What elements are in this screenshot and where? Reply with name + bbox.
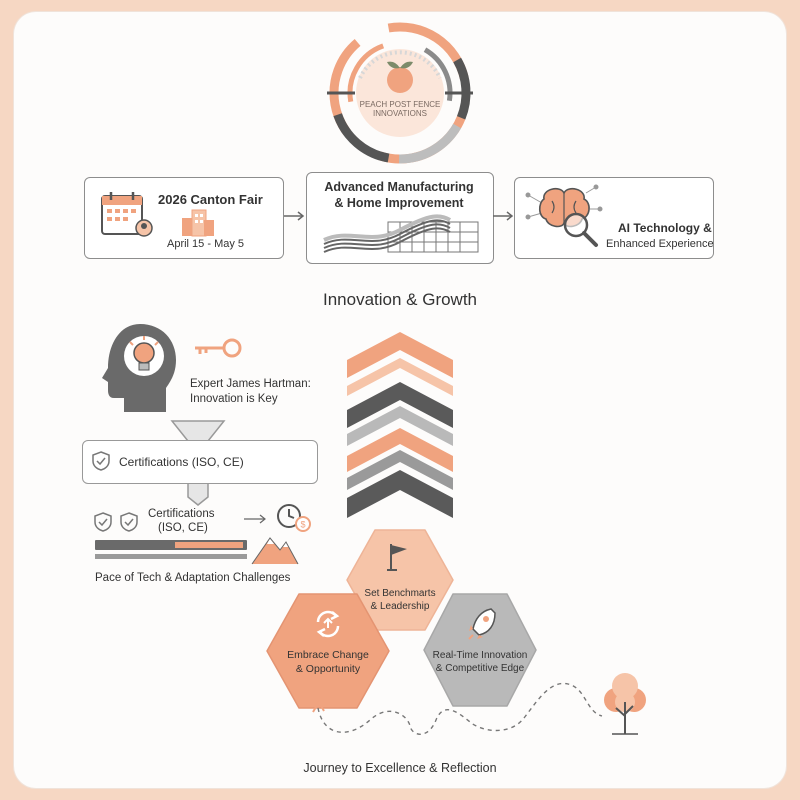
rocket-icon bbox=[468, 608, 496, 640]
hexagon-right bbox=[423, 593, 537, 707]
arrow-right-icon bbox=[284, 211, 305, 221]
svg-text:$: $ bbox=[301, 520, 306, 530]
logo-emblem bbox=[327, 22, 473, 164]
expert-line1: Expert James Hartman: bbox=[190, 378, 311, 390]
cycle-arrows-icon bbox=[316, 610, 340, 638]
ai-line2: Enhanced Experience bbox=[606, 238, 714, 250]
ai-line1: AI Technology & bbox=[618, 221, 712, 235]
section-title: Innovation & Growth bbox=[322, 290, 478, 309]
key-icon bbox=[195, 338, 242, 358]
tree-icon bbox=[604, 673, 646, 735]
wave-panel-icon bbox=[323, 214, 479, 253]
logo-text-line2: INNOVATIONS bbox=[373, 109, 427, 118]
manufacturing-line1: Advanced Manufacturing bbox=[324, 180, 474, 194]
head-lightbulb-icon bbox=[102, 324, 176, 412]
canton-fair-title: 2026 Canton Fair bbox=[158, 192, 263, 207]
brain-magnifier-icon bbox=[525, 184, 603, 247]
footer-caption: Journey to Excellence & Reflection bbox=[303, 761, 497, 775]
arrow-right-icon bbox=[493, 211, 514, 221]
hexagon-left-line2: & Opportunity bbox=[295, 663, 361, 675]
hexagon-top-line2: & Leadership bbox=[370, 601, 430, 612]
logo-text-line1: PEACH POST FENCE bbox=[359, 100, 441, 109]
certifications-small-line2: (ISO, CE) bbox=[158, 522, 208, 534]
challenge-bar-lower bbox=[95, 554, 247, 559]
hexagon-left bbox=[266, 593, 390, 709]
certifications-box bbox=[82, 440, 318, 484]
clock-coin-icon: $ bbox=[277, 504, 311, 532]
chevron-stack bbox=[347, 332, 453, 518]
challenge-bar-accent bbox=[175, 542, 243, 548]
shield-check-icon bbox=[120, 512, 138, 532]
hexagon-top-line1: Set Benchmarts bbox=[364, 588, 436, 599]
certifications-box-label: Certifications (ISO, CE) bbox=[119, 455, 244, 469]
journey-path bbox=[312, 682, 603, 735]
shield-check-icon bbox=[92, 451, 110, 471]
hexagon-left-line1: Embrace Change bbox=[287, 649, 369, 661]
hexagon-right-line1: Real-Time Innovation bbox=[432, 650, 528, 661]
shield-check-icon bbox=[94, 512, 112, 532]
arrow-right-icon bbox=[244, 514, 266, 524]
hexagon-top bbox=[346, 529, 454, 631]
canton-fair-dates: April 15 - May 5 bbox=[167, 238, 245, 250]
flag-icon bbox=[387, 544, 407, 571]
manufacturing-line2: & Home Improvement bbox=[334, 196, 464, 210]
expert-line2: Innovation is Key bbox=[190, 393, 278, 405]
challenges-label: Pace of Tech & Adaptation Challenges bbox=[95, 572, 291, 584]
calendar-icon bbox=[101, 192, 153, 237]
building-icon bbox=[182, 209, 214, 237]
mountain-icon bbox=[251, 537, 299, 565]
certifications-small-line1: Certifications bbox=[148, 508, 215, 520]
hexagon-right-line2: & Competitive Edge bbox=[435, 663, 525, 674]
challenge-bar bbox=[95, 540, 247, 550]
